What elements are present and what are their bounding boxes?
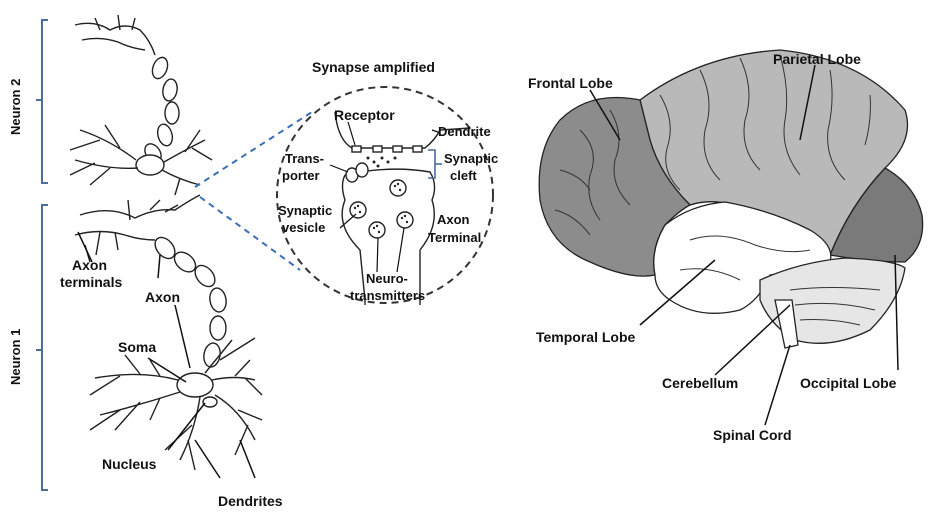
neuron2-label: Neuron 2 (8, 79, 23, 135)
dendrites-label: Dendrites (218, 493, 283, 509)
dendrite-label: Dendrite (438, 124, 491, 139)
synaptic-cleft-label-line1: Synaptic (444, 151, 498, 166)
axon-terminal-label-line1: Axon (437, 212, 470, 227)
cerebellum-label: Cerebellum (662, 375, 738, 391)
frontal-lobe-label: Frontal Lobe (528, 75, 613, 91)
neuron1-bracket (36, 205, 48, 490)
occipital-lobe-label: Occipital Lobe (800, 375, 897, 391)
spinal-cord-label: Spinal Cord (713, 427, 792, 443)
soma-label: Soma (118, 339, 156, 355)
neuron-1 (75, 195, 262, 470)
axon-terminals-label-line1: Axon (72, 257, 107, 273)
neuron1-label: Neuron 1 (8, 329, 23, 385)
neuron2-myelin-chain (142, 55, 179, 165)
axon-label: Axon (145, 289, 180, 305)
synaptic-cleft-label-line2: cleft (450, 168, 477, 183)
synaptic-vesicle-label-line1: Synaptic (278, 203, 332, 218)
synaptic-vesicle-label-line2: vesicle (282, 220, 325, 235)
transporter-label-line1: Trans- (285, 151, 324, 166)
receptor-label: Receptor (334, 107, 395, 123)
neurotransmitters-label-line2: transmitters (350, 288, 425, 303)
neuron2-bracket (36, 20, 48, 183)
temporal-lobe-label: Temporal Lobe (536, 329, 636, 345)
parietal-lobe-label: Parietal Lobe (773, 51, 861, 67)
neuron-2 (70, 15, 212, 195)
neurotransmitters-label-line1: Neuro- (366, 271, 408, 286)
transporter-label-line2: porter (282, 168, 320, 183)
nucleus-label: Nucleus (102, 456, 157, 472)
axon-terminals-label-line2: terminals (60, 274, 122, 290)
axon-terminal-label-line2: Terminal (428, 230, 481, 245)
brain (539, 50, 922, 348)
synapse-title: Synapse amplified (312, 59, 435, 75)
